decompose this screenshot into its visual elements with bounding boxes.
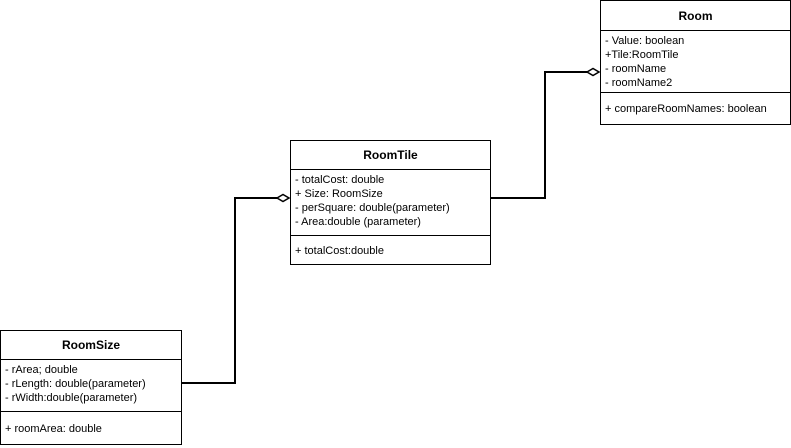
class-title: Room: [601, 1, 790, 31]
attributes-section: - rArea; double - rLength: double(parame…: [1, 360, 181, 412]
attributes-section: - totalCost: double + Size: RoomSize - p…: [291, 170, 490, 236]
attribute: + Size: RoomSize: [295, 188, 383, 200]
attribute: - Value: boolean: [605, 35, 685, 47]
class-title: RoomSize: [1, 331, 181, 360]
attribute: - roomName2: [605, 77, 673, 89]
attribute: - roomName: [605, 63, 667, 75]
class-roomsize[interactable]: RoomSize - rArea; double - rLength: doub…: [0, 330, 182, 445]
attribute: - perSquare: double(parameter): [295, 202, 450, 214]
aggregation-diamond-room: [585, 67, 601, 77]
attributes-section: - Value: boolean +Tile:RoomTile - roomNa…: [601, 31, 790, 93]
operation: + compareRoomNames: boolean: [605, 103, 767, 115]
operation: + roomArea: double: [5, 423, 102, 435]
operations-section: + roomArea: double: [1, 412, 181, 436]
attribute: - Area:double (parameter): [295, 216, 421, 228]
attribute: +Tile:RoomTile: [605, 49, 679, 61]
connector-roomsize-roomtile[interactable]: [182, 197, 277, 384]
attribute: - totalCost: double: [295, 174, 385, 186]
operations-section: + totalCost:double: [291, 236, 490, 258]
class-room[interactable]: Room - Value: boolean +Tile:RoomTile - r…: [600, 0, 791, 125]
operations-section: + compareRoomNames: boolean: [601, 93, 790, 116]
attribute: - rLength: double(parameter): [5, 378, 146, 390]
class-title: RoomTile: [291, 141, 490, 170]
attribute: - rArea; double: [5, 364, 78, 376]
operation: + totalCost:double: [295, 245, 384, 257]
aggregation-diamond-roomtile: [275, 193, 291, 203]
class-roomtile[interactable]: RoomTile - totalCost: double + Size: Roo…: [290, 140, 491, 265]
attribute: - rWidth:double(parameter): [5, 392, 138, 404]
connector-roomtile-room[interactable]: [491, 71, 587, 199]
